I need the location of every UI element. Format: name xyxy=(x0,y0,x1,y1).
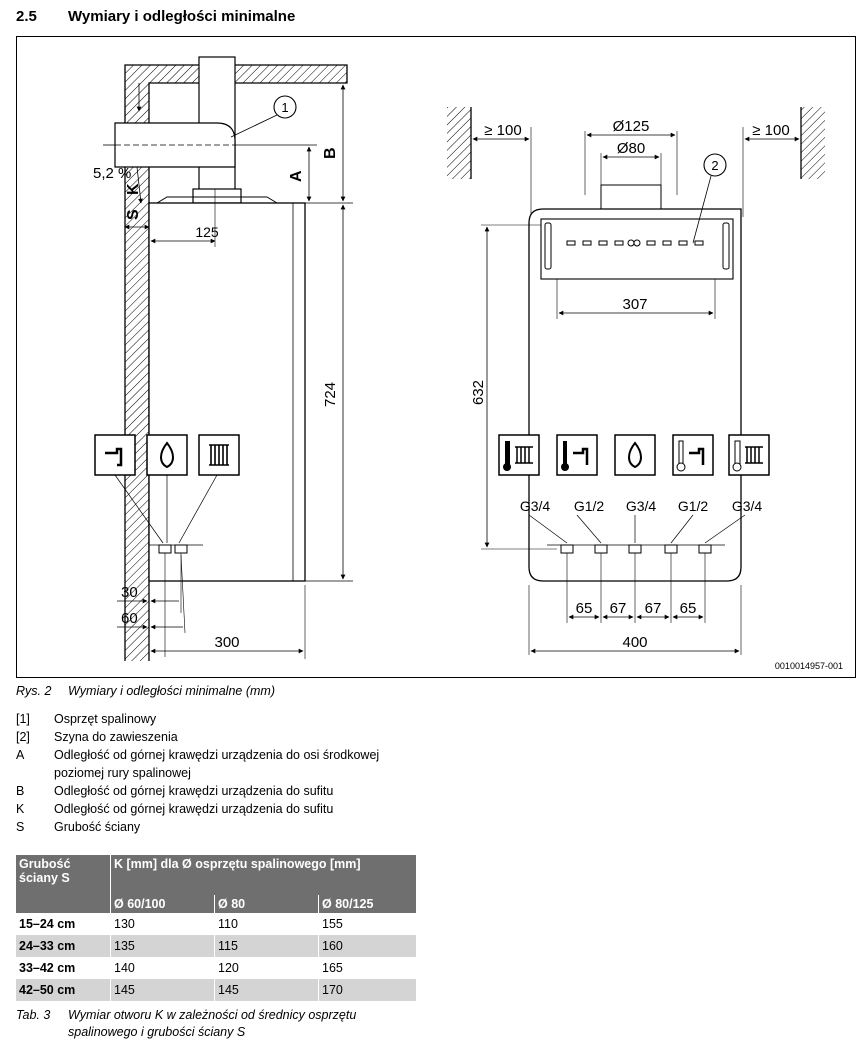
dim-400-label: 400 xyxy=(622,634,647,651)
table-row: 15–24 cm 130 110 155 xyxy=(16,913,417,935)
table-caption: Tab. 3 Wymiar otworu K w zależności od śr… xyxy=(16,1007,368,1041)
table-header-thickness: Grubość ściany S xyxy=(16,855,111,913)
figure-caption: Rys. 2 Wymiary i odległości minimalne (mm… xyxy=(16,684,275,698)
figure-caption-text: Wymiary i odległości minimalne (mm) xyxy=(68,684,275,698)
diameter-80-label: Ø80 xyxy=(617,140,645,157)
heating-return-icon xyxy=(728,434,770,476)
dim-30-label: 30 xyxy=(121,584,138,601)
table-row: 24–33 cm 135 115 160 xyxy=(16,935,417,957)
min-clearance-right-label: ≥ 100 xyxy=(752,122,789,139)
conn-label-2: G1/2 xyxy=(574,498,605,514)
dim-A-label: A xyxy=(288,170,305,182)
table-row: 33–42 cm 140 120 165 xyxy=(16,957,417,979)
diameter-125-label: Ø125 xyxy=(613,118,650,135)
legend: [1]Osprzęt spalinowy [2]Szyna do zawiesz… xyxy=(16,710,394,836)
front-view: ≥ 100 ≥ 100 Ø125 Ø80 2 307 632 G3/4 G1/2… xyxy=(447,107,843,671)
figure-code: 0010014957-001 xyxy=(775,661,843,671)
legend-item: [1]Osprzęt spalinowy xyxy=(16,712,157,726)
gas-flame-icon xyxy=(614,434,656,476)
radiator-icon xyxy=(198,434,240,476)
hot-water-tap-icon xyxy=(94,434,136,476)
dim-724-label: 724 xyxy=(322,382,339,407)
boiler-side xyxy=(148,202,306,582)
table-caption-label: Tab. 3 xyxy=(16,1008,51,1022)
right-wall-hatch xyxy=(801,107,825,179)
spacing-label-1: 65 xyxy=(576,600,593,617)
table-subheader: Ø 80/125 xyxy=(318,895,417,913)
dim-300-label: 300 xyxy=(214,634,239,651)
section-heading: 2.5 Wymiary i odległości minimalne xyxy=(16,8,295,25)
hot-water-icon xyxy=(556,434,598,476)
dim-307-label: 307 xyxy=(622,296,647,313)
conn-label-3: G3/4 xyxy=(626,498,657,514)
table-header-group: K [mm] dla Ø osprzętu spalinowego [mm] xyxy=(110,855,417,895)
dim-60-label: 60 xyxy=(121,610,138,627)
mounting-rail xyxy=(540,218,734,280)
dim-B-label: B xyxy=(322,147,339,159)
min-clearance-left-label: ≥ 100 xyxy=(484,122,521,139)
table-caption-text: Wymiar otworu K w zależności od średnicy… xyxy=(68,1008,357,1039)
legend-item: [2]Szyna do zawieszenia xyxy=(16,730,178,744)
section-title: Wymiary i odległości minimalne xyxy=(68,8,296,25)
dim-632-label: 632 xyxy=(470,380,487,405)
conn-label-1: G3/4 xyxy=(520,498,551,514)
left-wall-hatch xyxy=(447,107,471,179)
dimension-figure: 1 5,2 % 125 A B K S 724 30 60 300 xyxy=(16,36,856,678)
dim-K-label: K xyxy=(125,183,142,195)
table-subheader: Ø 80 xyxy=(214,895,319,913)
section-number: 2.5 xyxy=(16,8,37,25)
slope-label: 5,2 % xyxy=(93,165,131,182)
dim-125-label: 125 xyxy=(195,224,219,240)
callout-1-label: 1 xyxy=(281,100,288,115)
spacing-label-4: 65 xyxy=(680,600,697,617)
k-dimension-table: Grubość ściany S K [mm] dla Ø osprzętu s… xyxy=(16,855,417,1001)
table-subheader: Ø 60/100 xyxy=(110,895,215,913)
figure-caption-label: Rys. 2 xyxy=(16,684,52,698)
conn-label-5: G3/4 xyxy=(732,498,763,514)
gas-flame-icon xyxy=(146,434,188,476)
boiler-front xyxy=(528,208,742,582)
heating-flow-icon xyxy=(498,434,540,476)
callout-1 xyxy=(273,95,297,119)
callout-2 xyxy=(703,153,727,177)
dimension-drawing: 1 5,2 % 125 A B K S 724 30 60 300 xyxy=(93,56,843,671)
conn-label-4: G1/2 xyxy=(678,498,709,514)
spacing-label-2: 67 xyxy=(610,600,627,617)
table-row: 42–50 cm 145 145 170 xyxy=(16,979,417,1001)
cold-water-icon xyxy=(672,434,714,476)
side-view: 1 5,2 % 125 A B K S 724 30 60 300 xyxy=(93,56,353,661)
dim-S-label: S xyxy=(125,209,142,220)
spacing-label-3: 67 xyxy=(645,600,662,617)
callout-2-label: 2 xyxy=(711,158,718,173)
